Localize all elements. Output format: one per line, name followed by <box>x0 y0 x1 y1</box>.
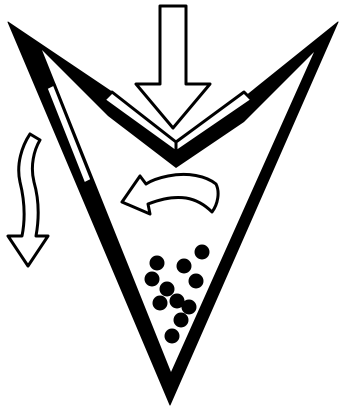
particle <box>177 259 192 274</box>
particle <box>150 256 165 271</box>
particle <box>153 296 168 311</box>
particle <box>160 282 175 297</box>
curved-down-arrow-icon <box>8 134 48 266</box>
particle <box>145 272 160 287</box>
particle <box>182 300 197 315</box>
down-arrow-icon <box>136 6 210 128</box>
particle <box>174 313 189 328</box>
particle <box>195 245 210 260</box>
particle <box>165 329 180 344</box>
particle <box>189 274 204 289</box>
